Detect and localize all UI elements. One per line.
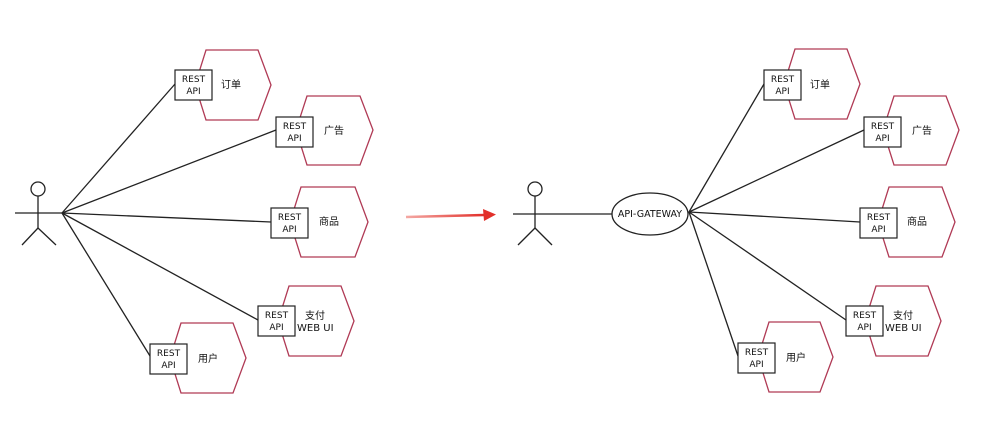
service-node: REST API 支付 WEB UI — [257, 285, 355, 357]
service-label: 广告 — [912, 124, 932, 137]
rest-api-label: REST — [771, 75, 795, 85]
connection-line — [61, 212, 259, 321]
rest-api-label: API — [186, 87, 200, 97]
rest-api-label: API — [775, 87, 789, 97]
rest-api-label: API — [857, 323, 871, 333]
rest-api-label: REST — [157, 349, 181, 359]
service-label: 用户 — [198, 352, 218, 365]
right-connections — [513, 83, 865, 357]
rest-api-box — [845, 305, 884, 337]
rest-api-label: API — [161, 361, 175, 371]
service-label: 商品 — [907, 215, 927, 228]
service-label: 订单 — [221, 79, 241, 91]
rest-api-label: API — [269, 323, 283, 333]
rest-api-label: REST — [853, 311, 877, 321]
rest-api-label: API — [282, 225, 296, 235]
service-label: 用户 — [786, 351, 806, 364]
service-node: REST API 商品 — [859, 186, 956, 258]
transition-arrow — [405, 209, 496, 221]
rest-api-label: REST — [265, 311, 289, 321]
rest-api-box — [270, 207, 309, 239]
rest-api-box — [275, 116, 314, 148]
connection-line — [688, 129, 865, 213]
service-node: REST API 广告 — [275, 95, 374, 166]
rest-api-label: API — [749, 360, 763, 370]
rest-api-label: API — [875, 134, 889, 144]
rest-api-box — [257, 305, 296, 337]
connection-line — [688, 211, 739, 357]
rest-api-label: API — [871, 225, 885, 235]
service-label-secondary: WEB UI — [885, 323, 922, 334]
connection-line — [688, 211, 847, 321]
connection-line — [61, 129, 277, 214]
service-node: REST API 订单 — [763, 48, 861, 120]
service-node: REST API 订单 — [174, 49, 272, 121]
service-node: REST API 商品 — [270, 186, 369, 258]
left-architecture: REST API 订单 REST API 广告 REST API 商品 REST… — [15, 49, 374, 394]
rest-api-label: REST — [745, 348, 769, 358]
right-architecture: API-GATEWAY REST API 订单 REST API 广告 REST… — [513, 48, 960, 393]
rest-api-box — [859, 207, 898, 239]
rest-api-label: REST — [867, 213, 891, 223]
rest-api-box — [863, 116, 902, 148]
rest-api-label: REST — [283, 122, 307, 132]
rest-api-box — [174, 69, 213, 101]
service-label-secondary: WEB UI — [297, 323, 334, 334]
api-gateway-label: API-GATEWAY — [618, 209, 682, 220]
connection-line — [61, 212, 151, 357]
connection-line — [688, 211, 861, 223]
api-gateway: API-GATEWAY — [611, 192, 689, 236]
service-node: REST API 广告 — [863, 95, 960, 166]
connection-line — [61, 212, 272, 223]
service-label: 支付 — [893, 309, 913, 322]
rest-api-label: REST — [871, 122, 895, 132]
rest-api-label: API — [287, 134, 301, 144]
service-label: 支付 — [305, 309, 325, 322]
actor-figure — [15, 181, 62, 246]
actor-figure — [517, 181, 553, 246]
rest-api-box — [149, 343, 188, 375]
rest-api-label: REST — [182, 75, 206, 85]
service-node: REST API 用户 — [149, 322, 247, 394]
service-node: REST API 用户 — [737, 321, 834, 393]
connection-line — [688, 83, 765, 213]
service-node: REST API 支付 WEB UI — [845, 285, 942, 357]
rest-api-box — [737, 342, 776, 374]
rest-api-box — [763, 69, 802, 101]
left-connections — [61, 83, 277, 357]
service-label: 商品 — [319, 215, 339, 228]
service-label: 广告 — [324, 124, 344, 137]
api-gateway-ellipse — [611, 192, 689, 236]
rest-api-label: REST — [278, 213, 302, 223]
connection-line — [61, 83, 176, 214]
service-label: 订单 — [810, 79, 830, 91]
